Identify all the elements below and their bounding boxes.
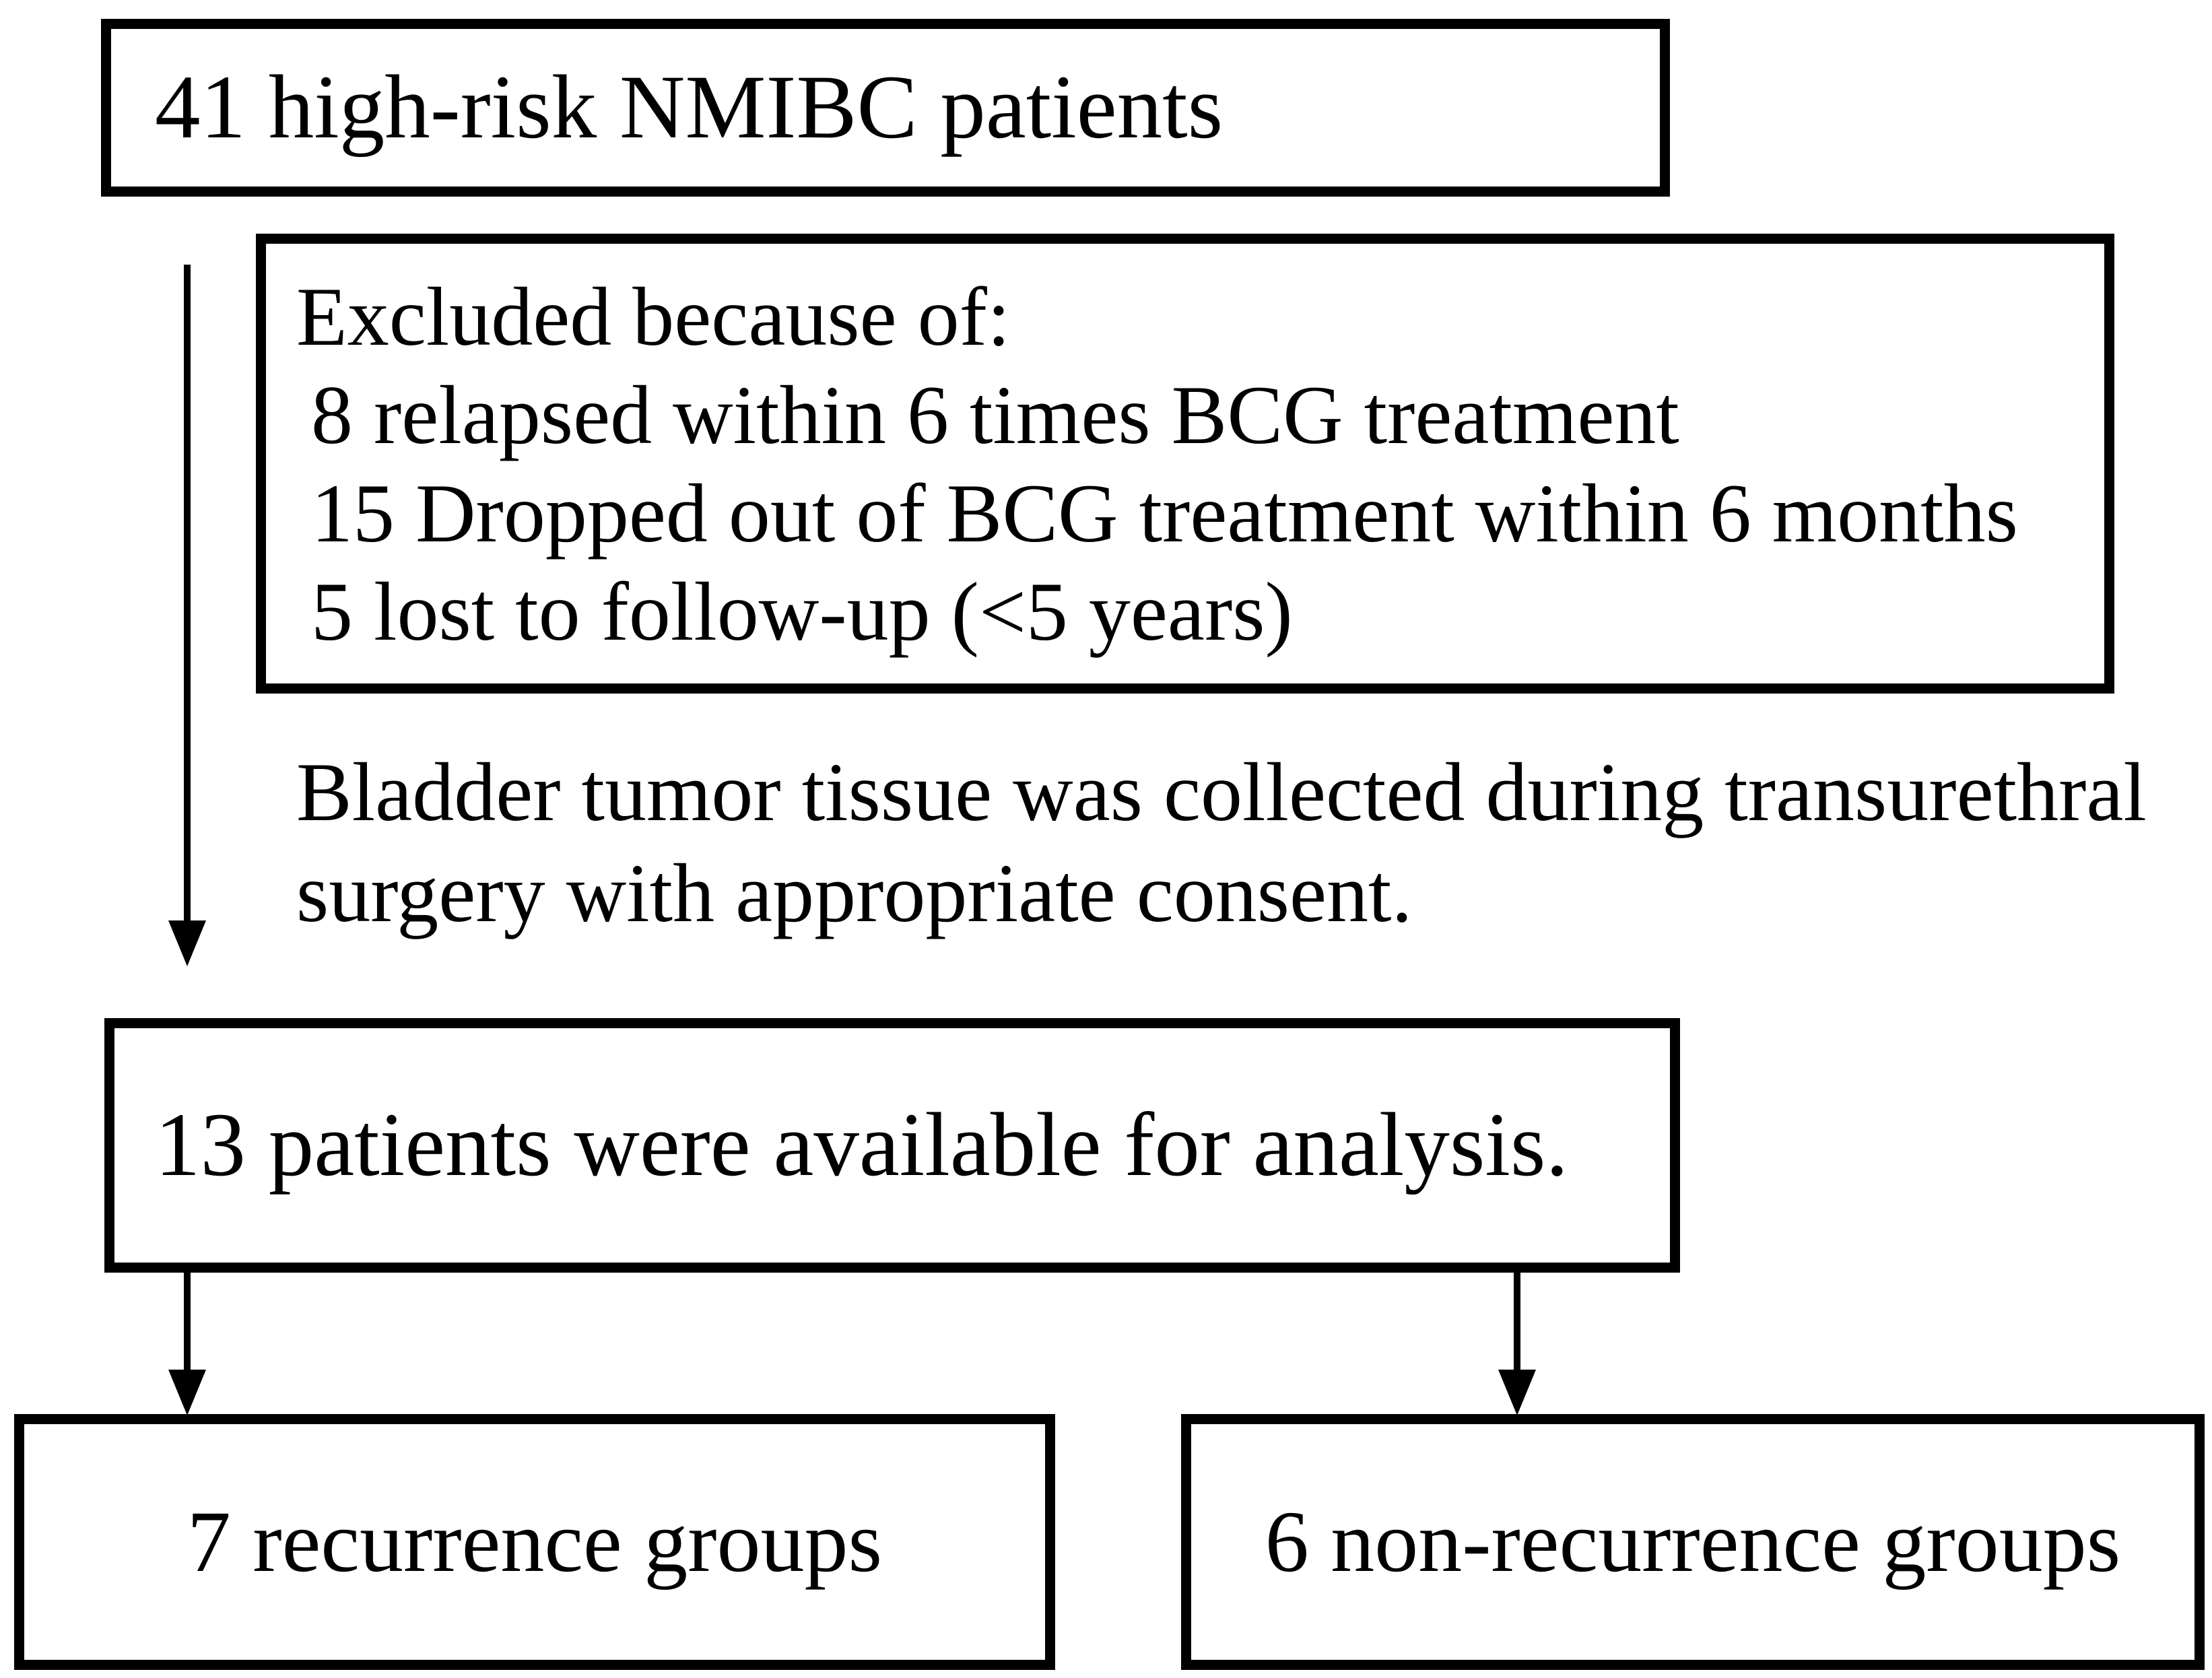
arrow-total-to-analysis <box>168 265 206 966</box>
analysis-label: 13 patients were available for analysis. <box>155 1094 1569 1195</box>
excluded-title: Excluded because of: <box>296 271 1011 363</box>
arrow-line <box>184 1273 191 1372</box>
note-line-1: Bladder tumor tissue was collected durin… <box>296 746 2147 838</box>
non-recurrence-label: 6 non-recurrence groups <box>1265 1494 2121 1590</box>
arrow-line <box>1514 1273 1520 1372</box>
recurrence-label: 7 recurrence groups <box>187 1494 883 1590</box>
excluded-item-relapsed: 8 relapsed within 6 times BCG treatment <box>311 369 1679 461</box>
arrow-head-down-icon <box>168 1370 206 1415</box>
arrow-analysis-to-non-recurrence <box>1498 1273 1536 1415</box>
arrow-analysis-to-recurrence <box>168 1273 206 1415</box>
note-line-2: surgery with appropriate consent. <box>296 847 1413 939</box>
total-patients-label: 41 high-risk NMIBC patients <box>155 57 1224 158</box>
box-available-for-analysis: 13 patients were available for analysis. <box>104 1018 1680 1273</box>
box-non-recurrence-groups: 6 non-recurrence groups <box>1181 1414 2205 1670</box>
note-tissue-collection: Bladder tumor tissue was collected durin… <box>296 742 2147 944</box>
arrow-head-down-icon <box>168 920 206 966</box>
box-total-patients: 41 high-risk NMIBC patients <box>101 19 1670 197</box>
excluded-item-lost-followup: 5 lost to follow-up (<5 years) <box>311 566 1293 658</box>
arrow-head-down-icon <box>1498 1370 1536 1415</box>
arrow-line <box>184 265 191 923</box>
excluded-item-dropped-out: 15 Dropped out of BCG treatment within 6… <box>311 467 2018 560</box>
box-recurrence-groups: 7 recurrence groups <box>14 1414 1055 1670</box>
box-excluded: Excluded because of: 8 relapsed within 6… <box>256 234 2114 694</box>
